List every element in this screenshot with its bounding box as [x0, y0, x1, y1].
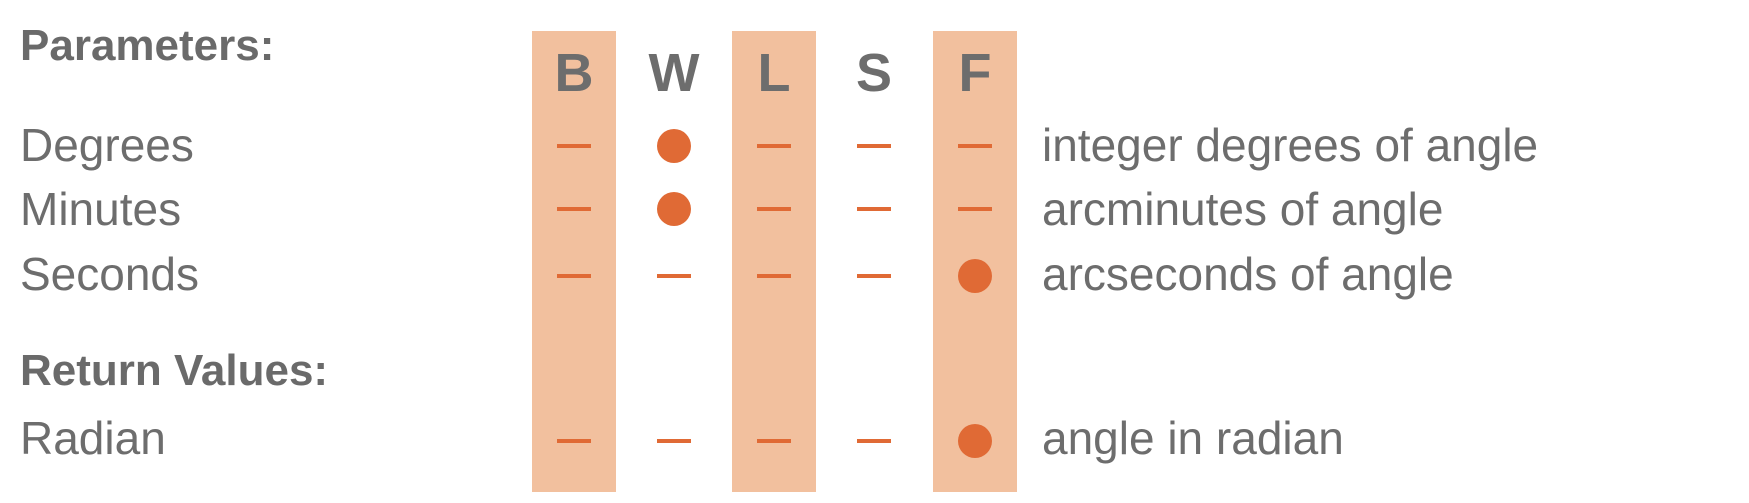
dash-marker: [657, 439, 691, 443]
dash-marker: [857, 207, 891, 211]
dash-marker: [757, 207, 791, 211]
matrix-cell-seconds-b: [532, 256, 616, 296]
column-band-b: [532, 31, 616, 492]
matrix-cell-seconds-f: [933, 256, 1017, 296]
matrix-cell-minutes-f: [933, 189, 1017, 229]
column-header-b: B: [554, 43, 594, 103]
matrix-cell-degrees-w: [632, 126, 716, 166]
row-description-degrees: integer degrees of angle: [1042, 119, 1539, 171]
matrix-cell-degrees-f: [933, 126, 1017, 166]
matrix-cell-minutes-l: [732, 189, 816, 229]
matrix-cell-radian-f: [933, 421, 1017, 461]
row-label-degrees: Degrees: [20, 119, 194, 171]
matrix-cell-seconds-l: [732, 256, 816, 296]
dot-marker: [657, 192, 691, 226]
row-description-seconds: arcseconds of angle: [1042, 248, 1454, 300]
matrix-cell-minutes-b: [532, 189, 616, 229]
dash-marker: [857, 439, 891, 443]
column-header-s: S: [855, 43, 893, 103]
column-header-l: L: [757, 43, 791, 103]
return-values-title: Return Values:: [20, 346, 329, 395]
matrix-cell-degrees-s: [832, 126, 916, 166]
column-header-w: W: [648, 43, 700, 103]
row-label-radian: Radian: [20, 412, 166, 464]
column-header-f: F: [958, 43, 992, 103]
matrix-cell-seconds-w: [632, 256, 716, 296]
dash-marker: [757, 274, 791, 278]
dot-marker: [958, 259, 992, 293]
matrix-cell-degrees-l: [732, 126, 816, 166]
dash-marker: [557, 439, 591, 443]
column-band-l: [732, 31, 816, 492]
matrix-cell-degrees-b: [532, 126, 616, 166]
matrix-cell-radian-s: [832, 421, 916, 461]
dash-marker: [557, 274, 591, 278]
dot-marker: [958, 424, 992, 458]
row-description-radian: angle in radian: [1042, 412, 1344, 464]
dash-marker: [857, 144, 891, 148]
dash-marker: [557, 207, 591, 211]
matrix-cell-radian-l: [732, 421, 816, 461]
matrix-cell-minutes-s: [832, 189, 916, 229]
row-label-seconds: Seconds: [20, 248, 200, 300]
parameters-title: Parameters:: [20, 21, 275, 70]
matrix-cell-minutes-w: [632, 189, 716, 229]
row-label-minutes: Minutes: [20, 183, 182, 235]
dash-marker: [857, 274, 891, 278]
dash-marker: [757, 144, 791, 148]
dash-marker: [557, 144, 591, 148]
row-description-minutes: arcminutes of angle: [1042, 183, 1444, 235]
dash-marker: [958, 207, 992, 211]
matrix-cell-radian-w: [632, 421, 716, 461]
matrix-cell-seconds-s: [832, 256, 916, 296]
dot-marker: [657, 129, 691, 163]
matrix-cell-radian-b: [532, 421, 616, 461]
dash-marker: [757, 439, 791, 443]
dash-marker: [657, 274, 691, 278]
dash-marker: [958, 144, 992, 148]
